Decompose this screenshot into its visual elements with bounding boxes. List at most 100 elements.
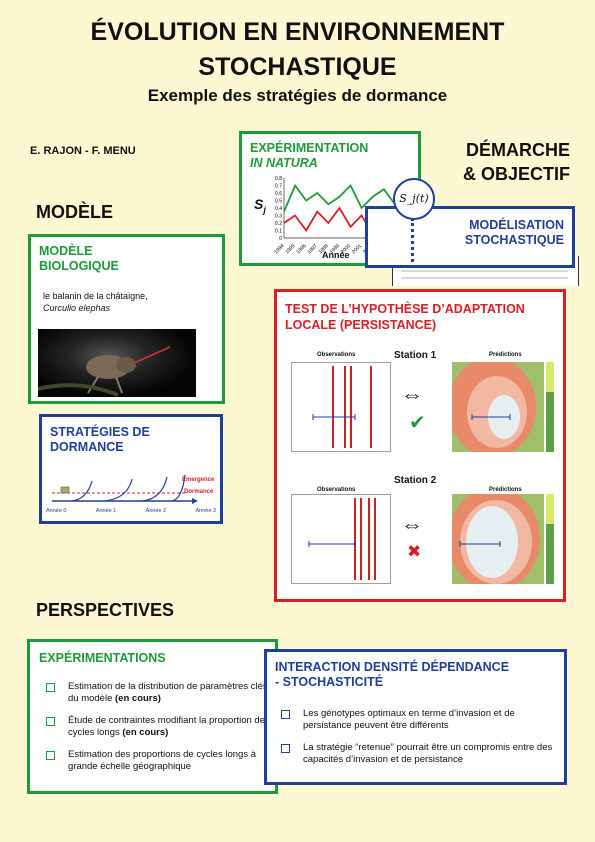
item-text: La stratégie “retenue” pourrait être un … xyxy=(303,742,553,765)
checkbox-icon xyxy=(46,751,55,760)
x-tick-label: 1997 xyxy=(307,243,319,255)
observations-label-2: Observations xyxy=(317,487,356,493)
strategies-title: STRATÉGIES DE DORMANCE xyxy=(50,425,150,455)
checkbox-icon xyxy=(281,744,290,753)
predictions-label-1: Prédictions xyxy=(489,352,522,358)
experimentations-box: EXPÉRIMENTATIONS Estimation de la distri… xyxy=(27,639,278,794)
cross-icon: ✖ xyxy=(407,542,422,561)
year-label: Année 1 xyxy=(95,508,117,514)
authors: E. RAJON - F. MENU xyxy=(30,145,136,157)
test-title-line-1: TEST DE L’HYPOTHÈSE D’ADAPTATION xyxy=(285,302,525,316)
dormance-diagram xyxy=(52,474,198,504)
observations-label-1: Observations xyxy=(317,352,356,358)
formula-label: S_j(t) xyxy=(399,192,429,205)
title-line-2: STOCHASTIQUE xyxy=(198,53,397,81)
interaction-title-line-1: INTERACTION DENSITÉ DÉPENDANCE xyxy=(275,660,510,674)
modele-bio-caption: le balanin de la châtaigne, Curculio ele… xyxy=(43,290,148,314)
formula-bubble: S_j(t) xyxy=(393,178,435,220)
item-text: Estimation de la distribution de paramèt… xyxy=(68,681,268,704)
y-tick-label: 0.7 xyxy=(275,184,282,190)
modele-bio-title-line-1: MODÈLE xyxy=(39,244,93,258)
modelisation-title-line-2: STOCHASTIQUE xyxy=(464,233,564,247)
predictions-heatmap-2 xyxy=(452,494,554,584)
predictions-heatmap-1 xyxy=(452,362,554,452)
emergence-label: Émergence xyxy=(182,477,215,483)
predictions-label-2: Prédictions xyxy=(489,487,522,493)
modele-bio-title: MODÈLE BIOLOGIQUE xyxy=(39,244,119,274)
y-tick-label: 0.2 xyxy=(275,221,282,227)
modele-bio-title-line-2: BIOLOGIQUE xyxy=(39,259,119,273)
modele-bio-box: MODÈLE BIOLOGIQUE le balanin de la châta… xyxy=(28,234,225,404)
survival-line-chart: 0.80.70.60.50.40.30.20.10199419951996199… xyxy=(273,176,407,255)
test-box: TEST DE L’HYPOTHÈSE D’ADAPTATION LOCALE … xyxy=(274,289,566,602)
observations-plot-1 xyxy=(291,362,391,452)
year-label: Année 2 xyxy=(145,508,167,514)
item-text: Les génotypes optimaux en terme d’invasi… xyxy=(303,708,515,731)
strategies-title-line-2: DORMANCE xyxy=(50,440,124,454)
chart-ylabel-sub: j xyxy=(263,204,266,215)
weevil-photo xyxy=(37,329,196,397)
test-title-line-2: LOCALE (PERSISTANCE) xyxy=(285,318,437,332)
y-tick-label: 0 xyxy=(279,236,282,242)
item-text: Estimation des proportions de cycles lon… xyxy=(68,749,256,772)
checkbox-icon xyxy=(46,717,55,726)
demarche-line-2: & OBJECTIF xyxy=(462,164,570,184)
check-icon: ✔ xyxy=(409,412,426,434)
checkbox-icon xyxy=(281,710,290,719)
test-title: TEST DE L’HYPOTHÈSE D’ADAPTATION LOCALE … xyxy=(285,301,525,333)
strategies-box: STRATÉGIES DE DORMANCE Émergence Dormanc… xyxy=(39,414,223,524)
modelisation-title: MODÉLISATION STOCHASTIQUE xyxy=(465,218,564,248)
list-item: Les génotypes optimaux en terme d’invasi… xyxy=(281,708,559,732)
chart-xlabel: Année xyxy=(322,250,350,260)
x-tick-label: 1996 xyxy=(295,243,307,255)
dormance-label: Dormance xyxy=(184,489,214,495)
y-tick-label: 0.3 xyxy=(275,214,282,220)
section-modele: MODÈLE xyxy=(36,202,114,222)
item-status: (en cours) xyxy=(122,727,169,738)
series-line-1 xyxy=(283,183,407,213)
interaction-title-line-2: - STOCHASTICITÉ xyxy=(275,675,384,689)
page-title: ÉVOLUTION EN ENVIRONNEMENT STOCHASTIQUE xyxy=(0,18,595,82)
caption-line-2: Curculio elephas xyxy=(43,303,111,313)
weevil-icon xyxy=(37,346,171,397)
y-tick-label: 0.4 xyxy=(275,206,282,212)
demarche-line-1: DÉMARCHE xyxy=(465,140,570,160)
equivalence-icon-1: ⇔ xyxy=(401,382,423,407)
list-item: Estimation de la distribution de paramèt… xyxy=(46,681,268,705)
station-1-label: Station 1 xyxy=(394,350,437,361)
modelisation-box: MODÉLISATION STOCHASTIQUE xyxy=(365,206,575,268)
item-status: (en cours) xyxy=(115,693,161,704)
x-tick-label: 1995 xyxy=(284,243,296,255)
interaction-box: INTERACTION DENSITÉ DÉPENDANCE - STOCHAS… xyxy=(264,649,567,785)
page-subtitle: Exemple des stratégies de dormance xyxy=(147,86,448,105)
y-tick-label: 0.6 xyxy=(275,191,282,197)
strategies-title-line-1: STRATÉGIES DE xyxy=(50,425,150,439)
experimentation-title-line-2: IN NATURA xyxy=(250,156,318,170)
station-2-label: Station 2 xyxy=(394,475,437,486)
y-tick-label: 0.1 xyxy=(275,229,282,235)
experimentations-title: EXPÉRIMENTATIONS xyxy=(39,651,166,665)
observations-plot-2 xyxy=(291,494,391,584)
checkbox-icon xyxy=(46,683,55,692)
experimentations-list: Estimation de la distribution de paramèt… xyxy=(46,681,268,783)
title-line-1: ÉVOLUTION EN ENVIRONNEMENT xyxy=(90,18,505,46)
interaction-list: Les génotypes optimaux en terme d’invasi… xyxy=(281,708,559,776)
caption-line-1: le balanin de la châtaigne, xyxy=(43,291,148,301)
list-item: La stratégie “retenue” pourrait être un … xyxy=(281,742,559,766)
section-perspectives: PERSPECTIVES xyxy=(36,600,175,620)
year-labels: Année 0 Année 1 Année 2 Année 3 xyxy=(46,508,216,514)
experimentation-title: EXPÉRIMENTATION IN NATURA xyxy=(250,141,368,171)
experimentation-title-line-1: EXPÉRIMENTATION xyxy=(250,141,369,155)
section-demarche: DÉMARCHE & OBJECTIF xyxy=(440,138,570,186)
equivalence-icon-2: ⇔ xyxy=(401,512,423,537)
list-item: Estimation des proportions de cycles lon… xyxy=(46,749,268,773)
x-tick-label: 2001 xyxy=(351,243,363,255)
y-tick-label: 0.8 xyxy=(275,176,282,182)
modelisation-title-line-1: MODÉLISATION xyxy=(469,218,564,232)
chart-ylabel-main: S xyxy=(254,196,264,212)
year-label: Année 0 xyxy=(46,508,67,514)
item-text: Étude de contraintes modifiant la propor… xyxy=(68,715,265,738)
list-item: Étude de contraintes modifiant la propor… xyxy=(46,715,268,739)
y-tick-label: 0.5 xyxy=(275,199,282,205)
